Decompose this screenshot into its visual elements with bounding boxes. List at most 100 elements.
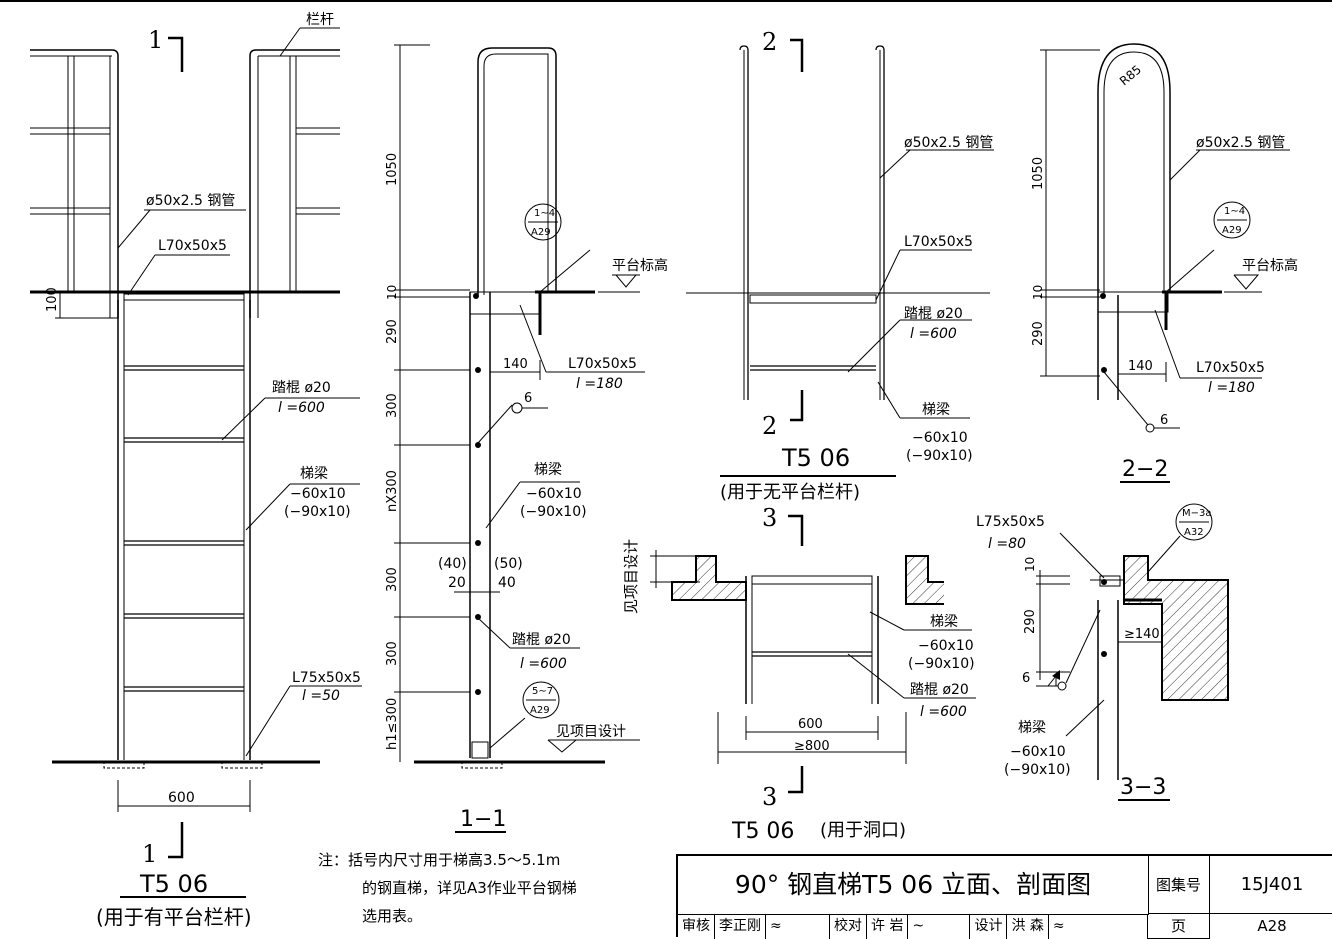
label-platform-elevation: 平台标高 xyxy=(612,257,668,274)
dim-140: ≥140 xyxy=(1124,627,1160,642)
radius-r85: R85 xyxy=(1117,62,1144,88)
ref-den: A29 xyxy=(1222,225,1242,236)
section-1-1 xyxy=(394,44,645,833)
label-rung: 踏棍 ø20 xyxy=(904,306,963,322)
label-angle-2-length: l =50 xyxy=(302,688,340,704)
weld-6: 6 xyxy=(524,391,532,406)
label-angle: L70x50x5 xyxy=(904,234,973,250)
dim-h1: h1≤300 xyxy=(385,698,400,750)
section-2-2-dots xyxy=(1100,293,1107,373)
review-name: 李正刚 xyxy=(715,914,766,939)
approval-row: 审核李正刚≈校对许 岩~设计洪 森≈ xyxy=(678,914,1148,939)
ref-num: M−3a xyxy=(1182,508,1212,519)
section-1-1-text: 1050 10 290 300 nX300 300 300 h1≤300 140… xyxy=(385,153,668,832)
elevation-opening xyxy=(650,514,976,794)
dim-140: 140 xyxy=(503,357,528,372)
pair-a-1: (40) xyxy=(438,556,467,572)
label-beam-dim-1: −60x10 xyxy=(290,486,346,502)
atlas-number: 15J401 xyxy=(1210,856,1332,914)
pair-b-1: (50) xyxy=(494,556,523,572)
weld-6: 6 xyxy=(1022,671,1030,686)
label-beam-dim-2: (−90x10) xyxy=(1004,762,1071,778)
dim-600: 600 xyxy=(798,717,823,732)
section-2-2-text: R85 ø50x2.5 钢管 1∼4 A29 平台标高 1050 10 290 … xyxy=(1031,62,1298,482)
label-see-project: 见项目设计 xyxy=(622,539,640,614)
dim-10: 10 xyxy=(1031,285,1045,300)
label-pipe: ø50x2.5 钢管 xyxy=(1196,135,1285,151)
dim-290: 290 xyxy=(1023,609,1038,634)
label-rung: 踏棍 ø20 xyxy=(910,682,969,698)
label-beam: 梯梁 xyxy=(300,466,328,482)
dim-1050: 1050 xyxy=(1031,157,1046,190)
code-t5-06-opening: T5 06 xyxy=(731,819,794,844)
section-3-3-dots xyxy=(1052,579,1107,680)
dim-290: 290 xyxy=(385,319,400,344)
label-railing: 栏杆 xyxy=(306,12,334,28)
ref-den: A32 xyxy=(1184,527,1204,538)
label-rung-length: l =600 xyxy=(910,326,957,342)
label-angle: L70x50x5 xyxy=(568,356,637,372)
section-1-1-dots xyxy=(473,293,481,695)
pair-a-2: 20 xyxy=(448,575,466,591)
section-mark-1-bottom: 1 xyxy=(142,840,157,868)
section-3-3 xyxy=(1036,503,1229,801)
caption-without-railing: (用于无平台栏杆) xyxy=(720,482,860,503)
check-label: 校对 xyxy=(830,914,867,939)
label-beam-dim-2: (−90x10) xyxy=(520,504,587,520)
label-rung-length: l =600 xyxy=(520,656,567,672)
label-rung-length: l =600 xyxy=(278,400,325,416)
label-beam-dim-1: −60x10 xyxy=(526,486,582,502)
section-mark-2-bottom: 2 xyxy=(762,412,777,440)
elevation-without-railing-text: 2 2 ø50x2.5 钢管 L70x50x5 踏棍 ø20 l =600 梯梁… xyxy=(720,28,993,503)
label-beam-dim-1: −60x10 xyxy=(912,430,968,446)
section-title-1-1: 1−1 xyxy=(460,807,506,832)
ref-bot-num: 5∼7 xyxy=(532,686,553,697)
general-note: 注：括号内尺寸用于梯高3.5～5.1m 的钢直梯，详见A3作业平台钢梯 选用表。 xyxy=(318,846,577,930)
label-angle: L70x50x5 xyxy=(158,238,227,254)
label-angle-length: l =180 xyxy=(1208,380,1255,396)
pair-b-2: 40 xyxy=(498,575,516,591)
note-line-2: 的钢直梯，详见A3作业平台钢梯 xyxy=(362,879,577,897)
ref-num: 1∼4 xyxy=(1224,206,1245,217)
elevation-without-railing xyxy=(686,38,994,477)
review-label: 审核 xyxy=(678,914,715,939)
section-mark-2-top: 2 xyxy=(762,28,777,56)
label-pipe: ø50x2.5 钢管 xyxy=(904,135,993,151)
label-beam-dim-1: −60x10 xyxy=(1010,744,1066,760)
label-angle-length: l =180 xyxy=(576,376,623,392)
ref-top-den: A29 xyxy=(531,227,551,238)
dim-140: 140 xyxy=(1128,359,1153,374)
section-2-2 xyxy=(1040,43,1290,483)
review-signature: ≈ xyxy=(766,914,830,939)
dim-100: 100 xyxy=(45,287,60,312)
label-beam: 梯梁 xyxy=(922,402,950,418)
section-mark-3-bottom: 3 xyxy=(762,783,777,811)
title-block: 90° 钢直梯T5 06 立面、剖面图 图集号 15J401 审核李正刚≈校对许… xyxy=(676,854,1332,939)
check-signature: ~ xyxy=(908,914,971,939)
section-title-2-2: 2−2 xyxy=(1122,457,1168,482)
label-rung: 踏棍 ø20 xyxy=(512,632,571,648)
section-title-3-3: 3−3 xyxy=(1120,775,1166,800)
label-beam: 梯梁 xyxy=(930,614,958,630)
elevation-opening-text: 3 3 见项目设计 梯梁 −60x10 (−90x10) 踏棍 ø20 l =6… xyxy=(622,504,975,844)
dim-10: 10 xyxy=(1023,557,1037,572)
dim-1050: 1050 xyxy=(385,153,400,186)
caption-opening: (用于洞口) xyxy=(820,820,906,841)
dim-300-a: 300 xyxy=(385,393,400,418)
dim-10: 10 xyxy=(385,285,399,300)
code-t5-06-railing: T5 06 xyxy=(139,870,208,898)
drawing-title: 90° 钢直梯T5 06 立面、剖面图 xyxy=(678,856,1149,915)
label-pipe: ø50x2.5 钢管 xyxy=(146,193,235,209)
label-angle-length: l =80 xyxy=(988,536,1026,552)
label-angle-2: L75x50x5 xyxy=(292,670,361,686)
code-t5-06-no-railing: T5 06 xyxy=(781,444,850,472)
label-see-project: 见项目设计 xyxy=(556,724,626,740)
caption-with-railing: (用于有平台栏杆) xyxy=(96,905,252,929)
elevation-with-railing-text: 1 1 栏杆 ø50x2.5 钢管 L70x50x5 100 踏棍 ø20 l … xyxy=(45,12,361,929)
label-platform-elevation: 平台标高 xyxy=(1242,257,1298,274)
label-beam: 梯梁 xyxy=(534,462,562,478)
page-number: A28 xyxy=(1257,917,1287,935)
ref-bot-den: A29 xyxy=(530,705,550,716)
section-3-3-text: L75x50x5 l =80 M−3a A32 10 290 ≥140 6 梯梁… xyxy=(976,508,1212,800)
